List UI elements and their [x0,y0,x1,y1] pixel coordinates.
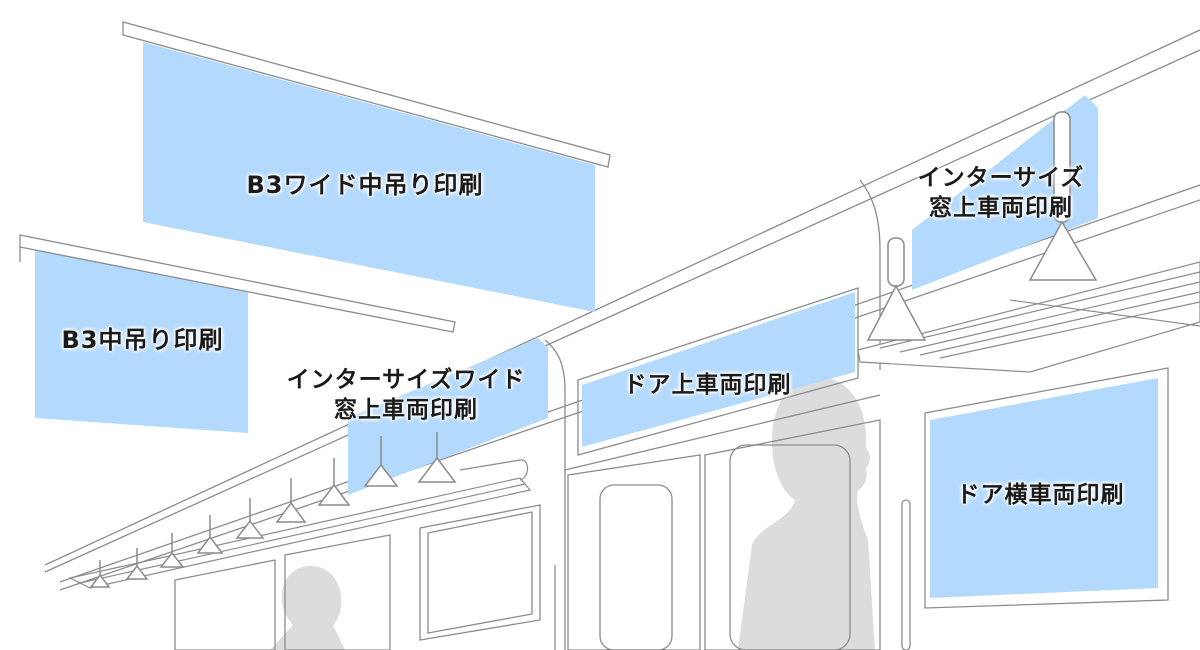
ad-area-door-side [930,378,1158,598]
door-side-frame [901,367,1169,650]
hand-straps [89,111,1098,588]
hand-strap [89,560,111,588]
passenger-silhouette-large [738,375,875,650]
hand-strap [125,548,149,580]
hand-strap [235,498,265,539]
hand-strap [1028,111,1098,281]
hand-strap [275,478,307,523]
label-intersize-wide-window-top: インターサイズワイド 窓上車両印刷 [252,366,560,426]
passenger-silhouette-small [270,566,345,650]
label-line: インターサイズワイド [286,367,526,393]
ad-area-door-top [582,292,855,447]
ad-area-b3-hanging [35,250,248,433]
ad-area-b3-wide-hanging [143,42,595,312]
ad-area-intersize-wide [348,338,548,495]
ad-area-intersize [912,95,1098,290]
luggage-rack-left [68,459,532,589]
label-b3-hanging: B3中吊り印刷 [61,326,224,354]
hand-strap [866,237,927,341]
label-intersize-window-top: インターサイズ 窓上車両印刷 [892,164,1110,224]
label-door-top: ドア上車両印刷 [623,372,792,398]
label-line: 窓上車両印刷 [929,194,1073,221]
label-line: インターサイズ [917,165,1085,191]
luggage-rack-right [857,261,1200,373]
doors [554,419,881,650]
hand-strap [159,533,185,568]
hand-strap [417,432,457,483]
hand-strap [196,515,224,554]
hand-strap [317,458,351,506]
hanging-rails [19,21,611,333]
passenger-silhouettes [270,375,875,650]
label-door-side: ドア横車両印刷 [956,482,1125,508]
left-windows [174,504,541,650]
hand-strap [363,436,399,487]
door-top-frame [564,287,881,471]
ad-areas [35,42,1158,598]
label-line: 窓上車両印刷 [334,396,478,423]
label-b3-wide-hanging: B3ワイド中吊り印刷 [246,171,484,199]
